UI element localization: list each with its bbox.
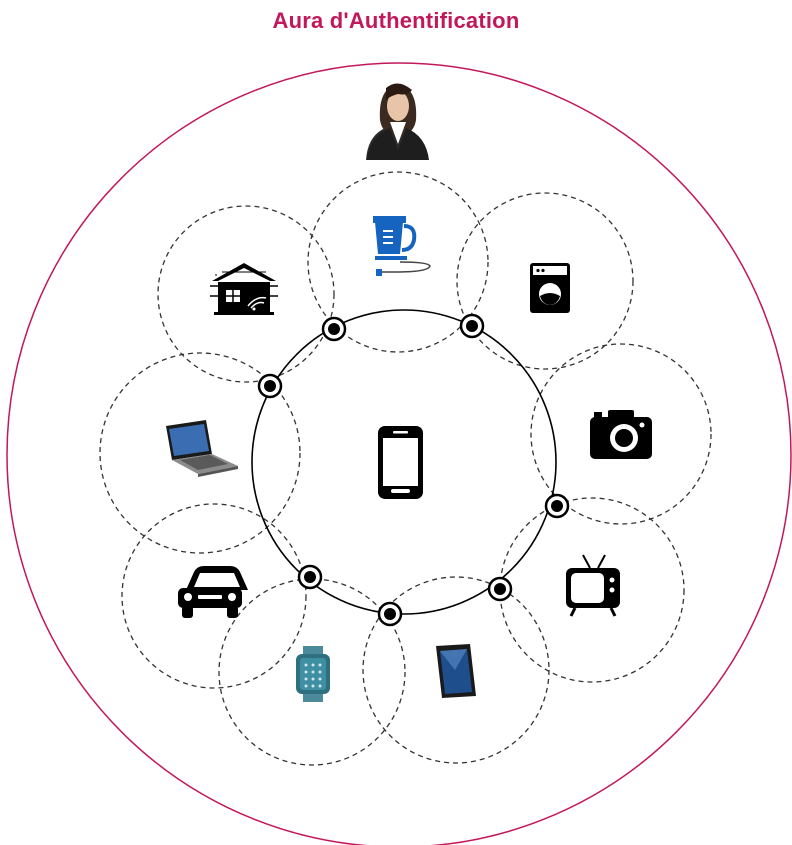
laptop-icon [166,420,238,477]
aura-boundary-circle [6,62,792,845]
proximity-circle-watch [218,578,406,766]
connection-node [297,564,323,590]
proximity-circle-home [157,205,335,383]
smart-home-icon [210,263,278,315]
proximity-circle-camera [530,343,712,525]
connection-node [459,313,485,339]
car-icon [178,566,248,618]
electric-kettle-icon [373,216,431,276]
proximity-circle-car [121,503,307,689]
camera-icon [590,410,652,459]
connection-node [377,601,403,627]
smartphone-icon [378,426,423,499]
connection-nodes [257,313,570,627]
businesswoman-avatar-icon [366,83,429,160]
proximity-circle-laptop [99,352,301,554]
connection-node [321,316,347,342]
connection-node [487,576,513,602]
proximity-circle-washer [456,192,634,370]
proximity-circles [99,171,712,766]
tablet-icon [436,644,476,698]
diagram-title: Aura d'Authentification [272,8,520,33]
television-icon [566,554,620,617]
connection-node [257,373,283,399]
washing-machine-icon [530,263,570,313]
smartwatch-icon [296,646,330,702]
proximity-circle-tablet [362,576,550,764]
central-ring [251,309,557,615]
connection-node [544,493,570,519]
proximity-circle-kettle [307,171,489,353]
